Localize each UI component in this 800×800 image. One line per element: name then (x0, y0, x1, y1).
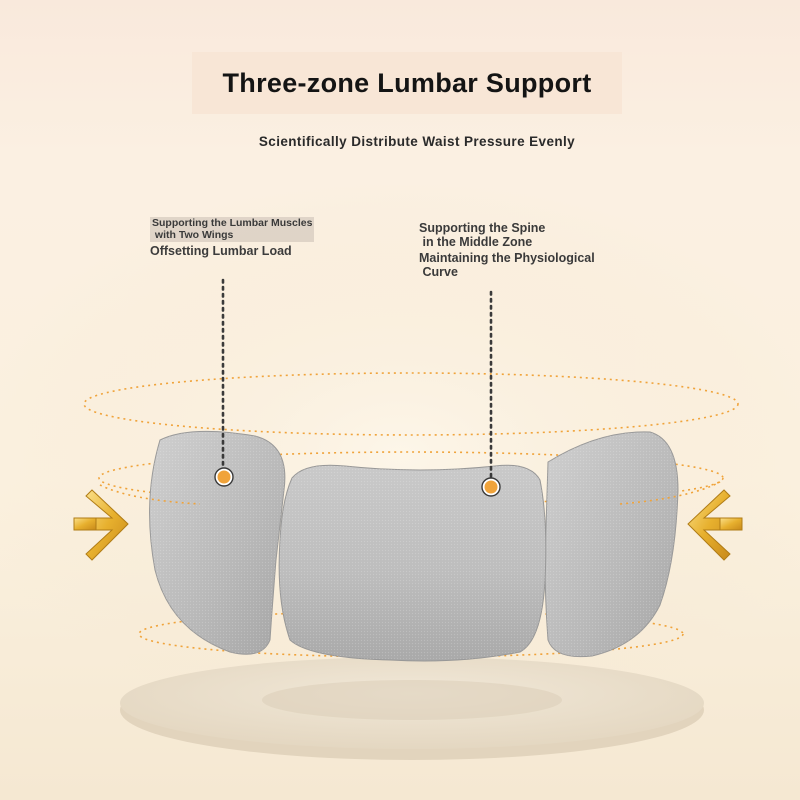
wings-callout-caption: Offsetting Lumbar Load (150, 244, 292, 258)
marker-dot-icon (214, 467, 234, 487)
orbit-ring-front-right (619, 481, 721, 505)
middle-zone-mesh (279, 465, 546, 661)
spine-callout-label: Supporting the Spine in the Middle Zone (419, 222, 545, 249)
orbit-ring-front-left (99, 484, 201, 505)
left-arrow-icon (73, 489, 129, 561)
spine-callout-line: Supporting the Spine (419, 221, 546, 235)
spine-callout-line: Maintaining the Physiological (419, 251, 595, 265)
spine-callout-line: in the Middle Zone (419, 234, 533, 249)
pillow-shadow (262, 680, 562, 720)
orbit-ring-bottom (138, 610, 684, 658)
orbit-ring-middle (98, 451, 724, 505)
page-subtitle: Scientifically Distribute Waist Pressure… (258, 134, 576, 149)
right-arrow-icon (687, 489, 743, 561)
page-title: Three-zone Lumbar Support (192, 52, 622, 114)
left-wing-mesh (149, 431, 285, 655)
right-wing-mesh (545, 431, 678, 657)
orbit-ring-top (83, 372, 739, 436)
spine-callout-line: Curve (419, 264, 458, 279)
wings-callout-label: Supporting the Lumbar Muscles with Two W… (150, 217, 315, 242)
wings-callout-line: with Two Wings (152, 228, 234, 241)
wings-callout-line: Supporting the Lumbar Muscles (152, 217, 313, 229)
marker-dot-icon (481, 477, 501, 497)
spine-callout-caption: Maintaining the Physiological Curve (419, 252, 595, 279)
